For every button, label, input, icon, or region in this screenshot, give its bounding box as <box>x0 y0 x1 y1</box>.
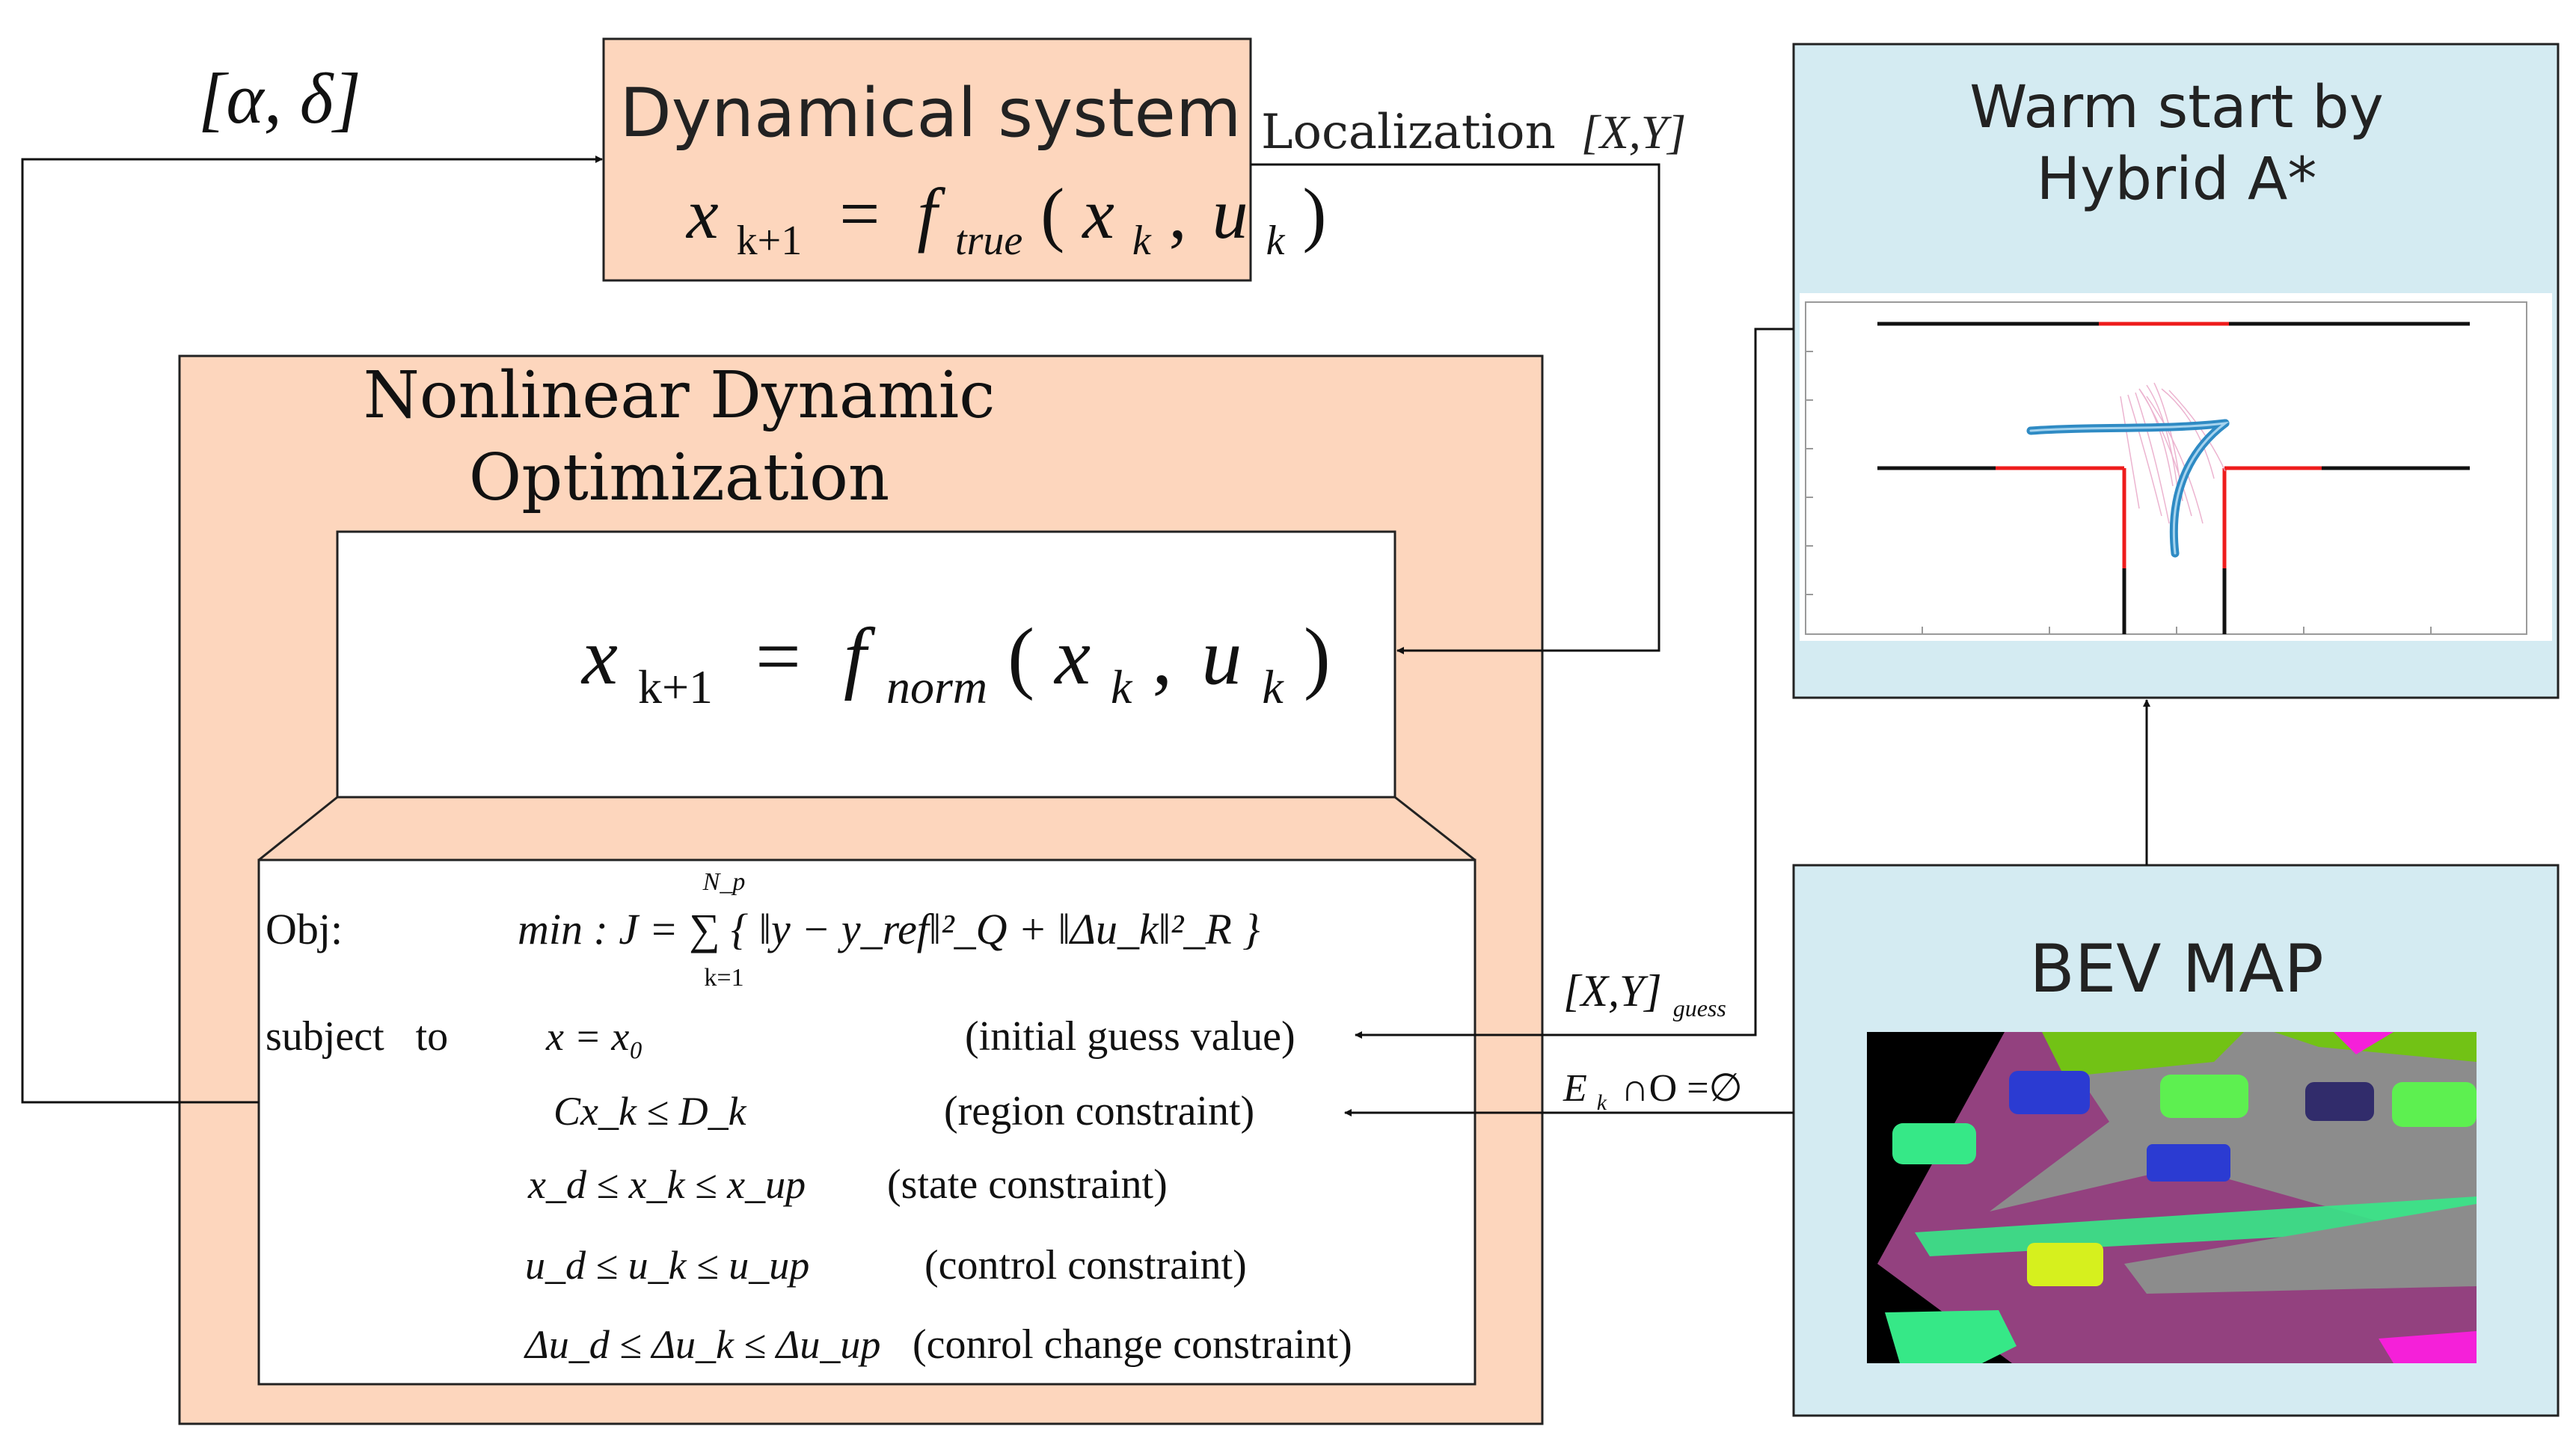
warm-start-title-line1: Warm start by <box>1969 74 2384 141</box>
constraint-list: x = x₀ (initial guess value) Cx_k ≤ D_k … <box>524 1013 1352 1368</box>
constraint-desc-control-change: (conrol change constraint) <box>913 1321 1352 1368</box>
nonlinear-optimization-block: Nonlinear Dynamic Optimization x k+1 = f… <box>178 354 1544 1425</box>
subject-to-label: subject to <box>266 1013 448 1060</box>
expansion-line-left <box>258 796 338 861</box>
constraint-desc-region: (region constraint) <box>944 1088 1254 1134</box>
sum-upper-limit: N_p <box>702 868 746 896</box>
initial-guess-arrow <box>1355 328 1794 1039</box>
constraint-formula-state: x_d ≤ x_k ≤ x_up <box>527 1162 806 1207</box>
constraint-formula-control: u_d ≤ u_k ≤ u_up <box>525 1243 809 1288</box>
collision-free-label: E k ∩O =∅ <box>1563 1067 1743 1119</box>
objective-label: Obj: <box>266 905 343 953</box>
connectors <box>21 156 2150 1116</box>
plot-frame <box>1805 301 2527 635</box>
localization-label: Localization [X,Y] <box>1261 105 1686 160</box>
nominal-model-equation: x k+1 = f norm ( x k , u k ) <box>580 612 1331 721</box>
formulation-box <box>257 858 1476 1386</box>
dynamical-system-block: Dynamical system x k+1 = f true ( x k , … <box>602 37 1327 282</box>
bev-map-title: BEV MAP <box>2029 930 2323 1007</box>
parking-walls <box>1877 322 2470 634</box>
sum-lower-limit: k=1 <box>704 964 743 992</box>
objective-formula: min : J = ∑ { ‖y − y_ref‖²_Q + ‖Δu_k‖²_R… <box>518 905 1260 953</box>
planned-path <box>2026 419 2230 558</box>
control-feedback-arrow <box>21 156 603 1104</box>
plot-ticks <box>1806 351 2432 634</box>
dynamical-system-title: Dynamical system <box>619 74 1241 153</box>
warm-start-block: Warm start by Hybrid A* <box>1792 43 2560 699</box>
constraint-desc-control: (control constraint) <box>924 1242 1247 1288</box>
constraint-formula-initial: x = x₀ <box>545 1014 643 1059</box>
nlo-title-line2: Optimization <box>469 440 890 515</box>
bev-map-image <box>1867 1032 2477 1363</box>
expansion-line-right <box>1394 796 1476 861</box>
constraint-desc-initial: (initial guess value) <box>965 1013 1295 1060</box>
constraint-desc-state: (state constraint) <box>887 1161 1168 1208</box>
guess-label: [X,Y] guess <box>1563 966 1726 1021</box>
control-input-label: [α, δ] <box>198 58 361 138</box>
dynamical-system-box <box>602 37 1252 282</box>
model-box <box>336 530 1396 799</box>
localization-arrow <box>1251 163 1660 654</box>
bev-map-block: BEV MAP <box>1792 864 2560 1417</box>
dynamical-system-equation: x k+1 = f true ( x k , u k ) <box>685 173 1327 270</box>
constraint-formula-region: Cx_k ≤ D_k <box>553 1089 747 1134</box>
constraint-formula-control-change: Δu_d ≤ Δu_k ≤ Δu_up <box>524 1322 880 1367</box>
hybrid-astar-plot <box>1800 293 2552 641</box>
nlo-title-line1: Nonlinear Dynamic <box>364 358 996 433</box>
warm-start-title-line2: Hybrid A* <box>2037 146 2317 213</box>
